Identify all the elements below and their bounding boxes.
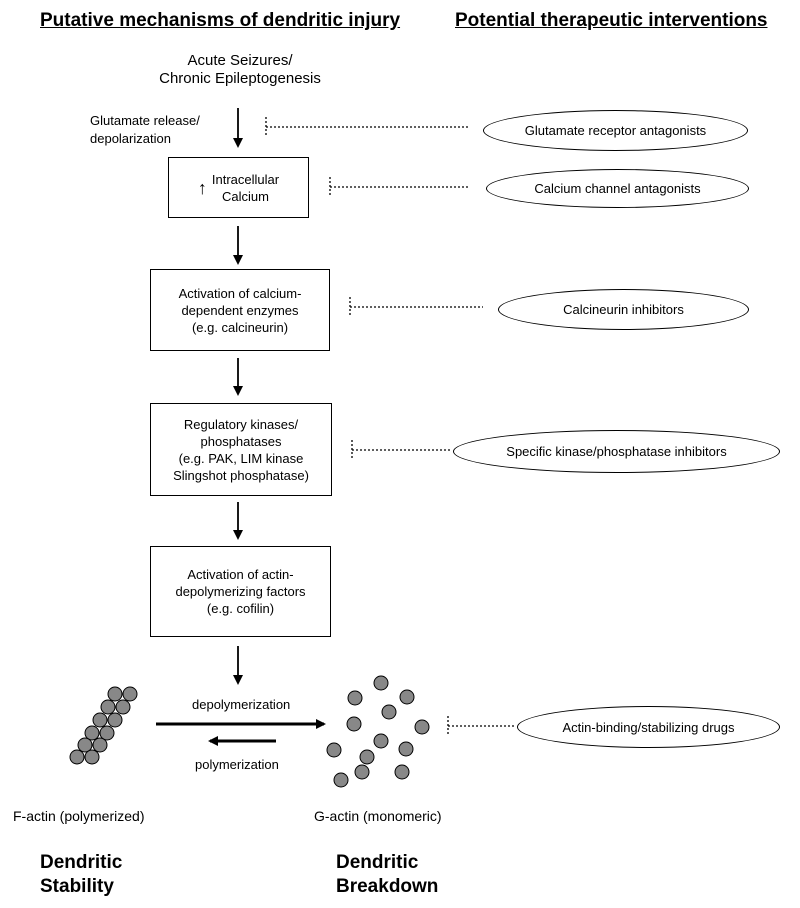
calcium-enzymes-box: Activation of calcium- dependent enzymes… <box>150 269 330 351</box>
side-label: Glutamate release/ depolarization <box>90 112 200 148</box>
f-actin-bead-1 <box>107 686 123 702</box>
regulatory-kinases-box: Regulatory kinases/ phosphatases (e.g. P… <box>150 403 332 496</box>
f-actin-label: F-actin (polymerized) <box>13 808 145 824</box>
stability-line2: Stability <box>40 876 114 897</box>
calcineurin-inhibitors-ellipse: Calcineurin inhibitors <box>498 289 749 330</box>
g-actin-label: G-actin (monomeric) <box>314 808 442 824</box>
g-actin-bead-9 <box>326 742 342 758</box>
breakdown-line1: Dendritic <box>336 852 419 873</box>
g-actin-bead-2 <box>399 689 415 705</box>
kinase-inhibitors-ellipse: Specific kinase/phosphatase inhibitors <box>453 430 780 473</box>
top-label-line2: Chronic Epileptogenesis <box>159 70 321 87</box>
stability-line1: Dendritic <box>40 852 123 873</box>
f-actin-bead-6 <box>107 712 123 728</box>
box4-line2: depolymerizing factors <box>175 584 306 599</box>
f-actin-bead-9 <box>77 737 93 753</box>
f-actin-bead-12 <box>84 749 100 765</box>
side-label-line1: Glutamate release/ <box>90 113 200 128</box>
g-actin-bead-4 <box>381 704 397 720</box>
left-column-header: Putative mechanisms of dendritic injury <box>40 10 401 31</box>
g-actin-bead-3 <box>347 690 363 706</box>
g-actin-bead-5 <box>346 716 362 732</box>
breakdown-line2: Breakdown <box>336 876 439 897</box>
glutamate-antagonists-ellipse: Glutamate receptor antagonists <box>483 110 748 151</box>
depolymerization-label: depolymerization <box>192 697 291 712</box>
f-actin-bead-4 <box>115 699 131 715</box>
g-actin-monomers <box>326 675 430 788</box>
side-label-line2: depolarization <box>90 131 171 146</box>
box3-line1: Regulatory kinases/ <box>183 416 299 432</box>
box4-line1: Activation of actin- <box>187 567 294 582</box>
f-actin-bead-2 <box>122 686 138 702</box>
f-actin-bead-7 <box>84 725 100 741</box>
box2-line3: (e.g. calcineurin) <box>191 319 289 335</box>
box1-line2: Calcium <box>222 188 269 204</box>
actin-depolymerizing-box: Activation of actin- depolymerizing fact… <box>150 546 331 637</box>
g-actin-bead-11 <box>333 772 349 788</box>
g-actin-bead-10 <box>359 749 375 765</box>
right-column-header: Potential therapeutic interventions <box>455 10 768 31</box>
dendritic-breakdown-label: Dendritic Breakdown <box>336 851 438 899</box>
up-arrow-icon: ↑ <box>197 177 207 198</box>
g-actin-bead-12 <box>354 764 370 780</box>
g-actin-bead-7 <box>373 733 389 749</box>
g-actin-bead-8 <box>398 741 414 757</box>
top-label-line1: Acute Seizures/ <box>187 52 293 69</box>
f-actin-bead-10 <box>92 737 108 753</box>
actin-stabilizing-ellipse: Actin-binding/stabilizing drugs <box>517 706 780 748</box>
box3-line3: (e.g. PAK, LIM kinase <box>178 450 304 466</box>
box3-line2: phosphatases <box>200 433 282 449</box>
box2-line1: Activation of calcium- <box>178 285 302 301</box>
polymerization-label: polymerization <box>195 757 279 772</box>
f-actin-filament <box>69 686 138 765</box>
f-actin-bead-11 <box>69 749 85 765</box>
f-actin-bead-5 <box>92 712 108 728</box>
intracellular-calcium-box: ↑ Intracellular Calcium <box>168 157 309 218</box>
top-label: Acute Seizures/ Chronic Epileptogenesis <box>140 52 340 88</box>
g-actin-bead-1 <box>373 675 389 691</box>
dendritic-stability-label: Dendritic Stability <box>40 851 122 899</box>
g-actin-bead-13 <box>394 764 410 780</box>
box2-line2: dependent enzymes <box>181 302 299 318</box>
box1-line1: Intracellular <box>211 171 280 187</box>
calcium-antagonists-ellipse: Calcium channel antagonists <box>486 169 749 208</box>
g-actin-bead-6 <box>414 719 430 735</box>
box3-line4: Slingshot phosphatase) <box>173 467 309 483</box>
f-actin-bead-3 <box>100 699 116 715</box>
box4-line3: (e.g. cofilin) <box>206 601 275 616</box>
f-actin-bead-8 <box>99 725 115 741</box>
